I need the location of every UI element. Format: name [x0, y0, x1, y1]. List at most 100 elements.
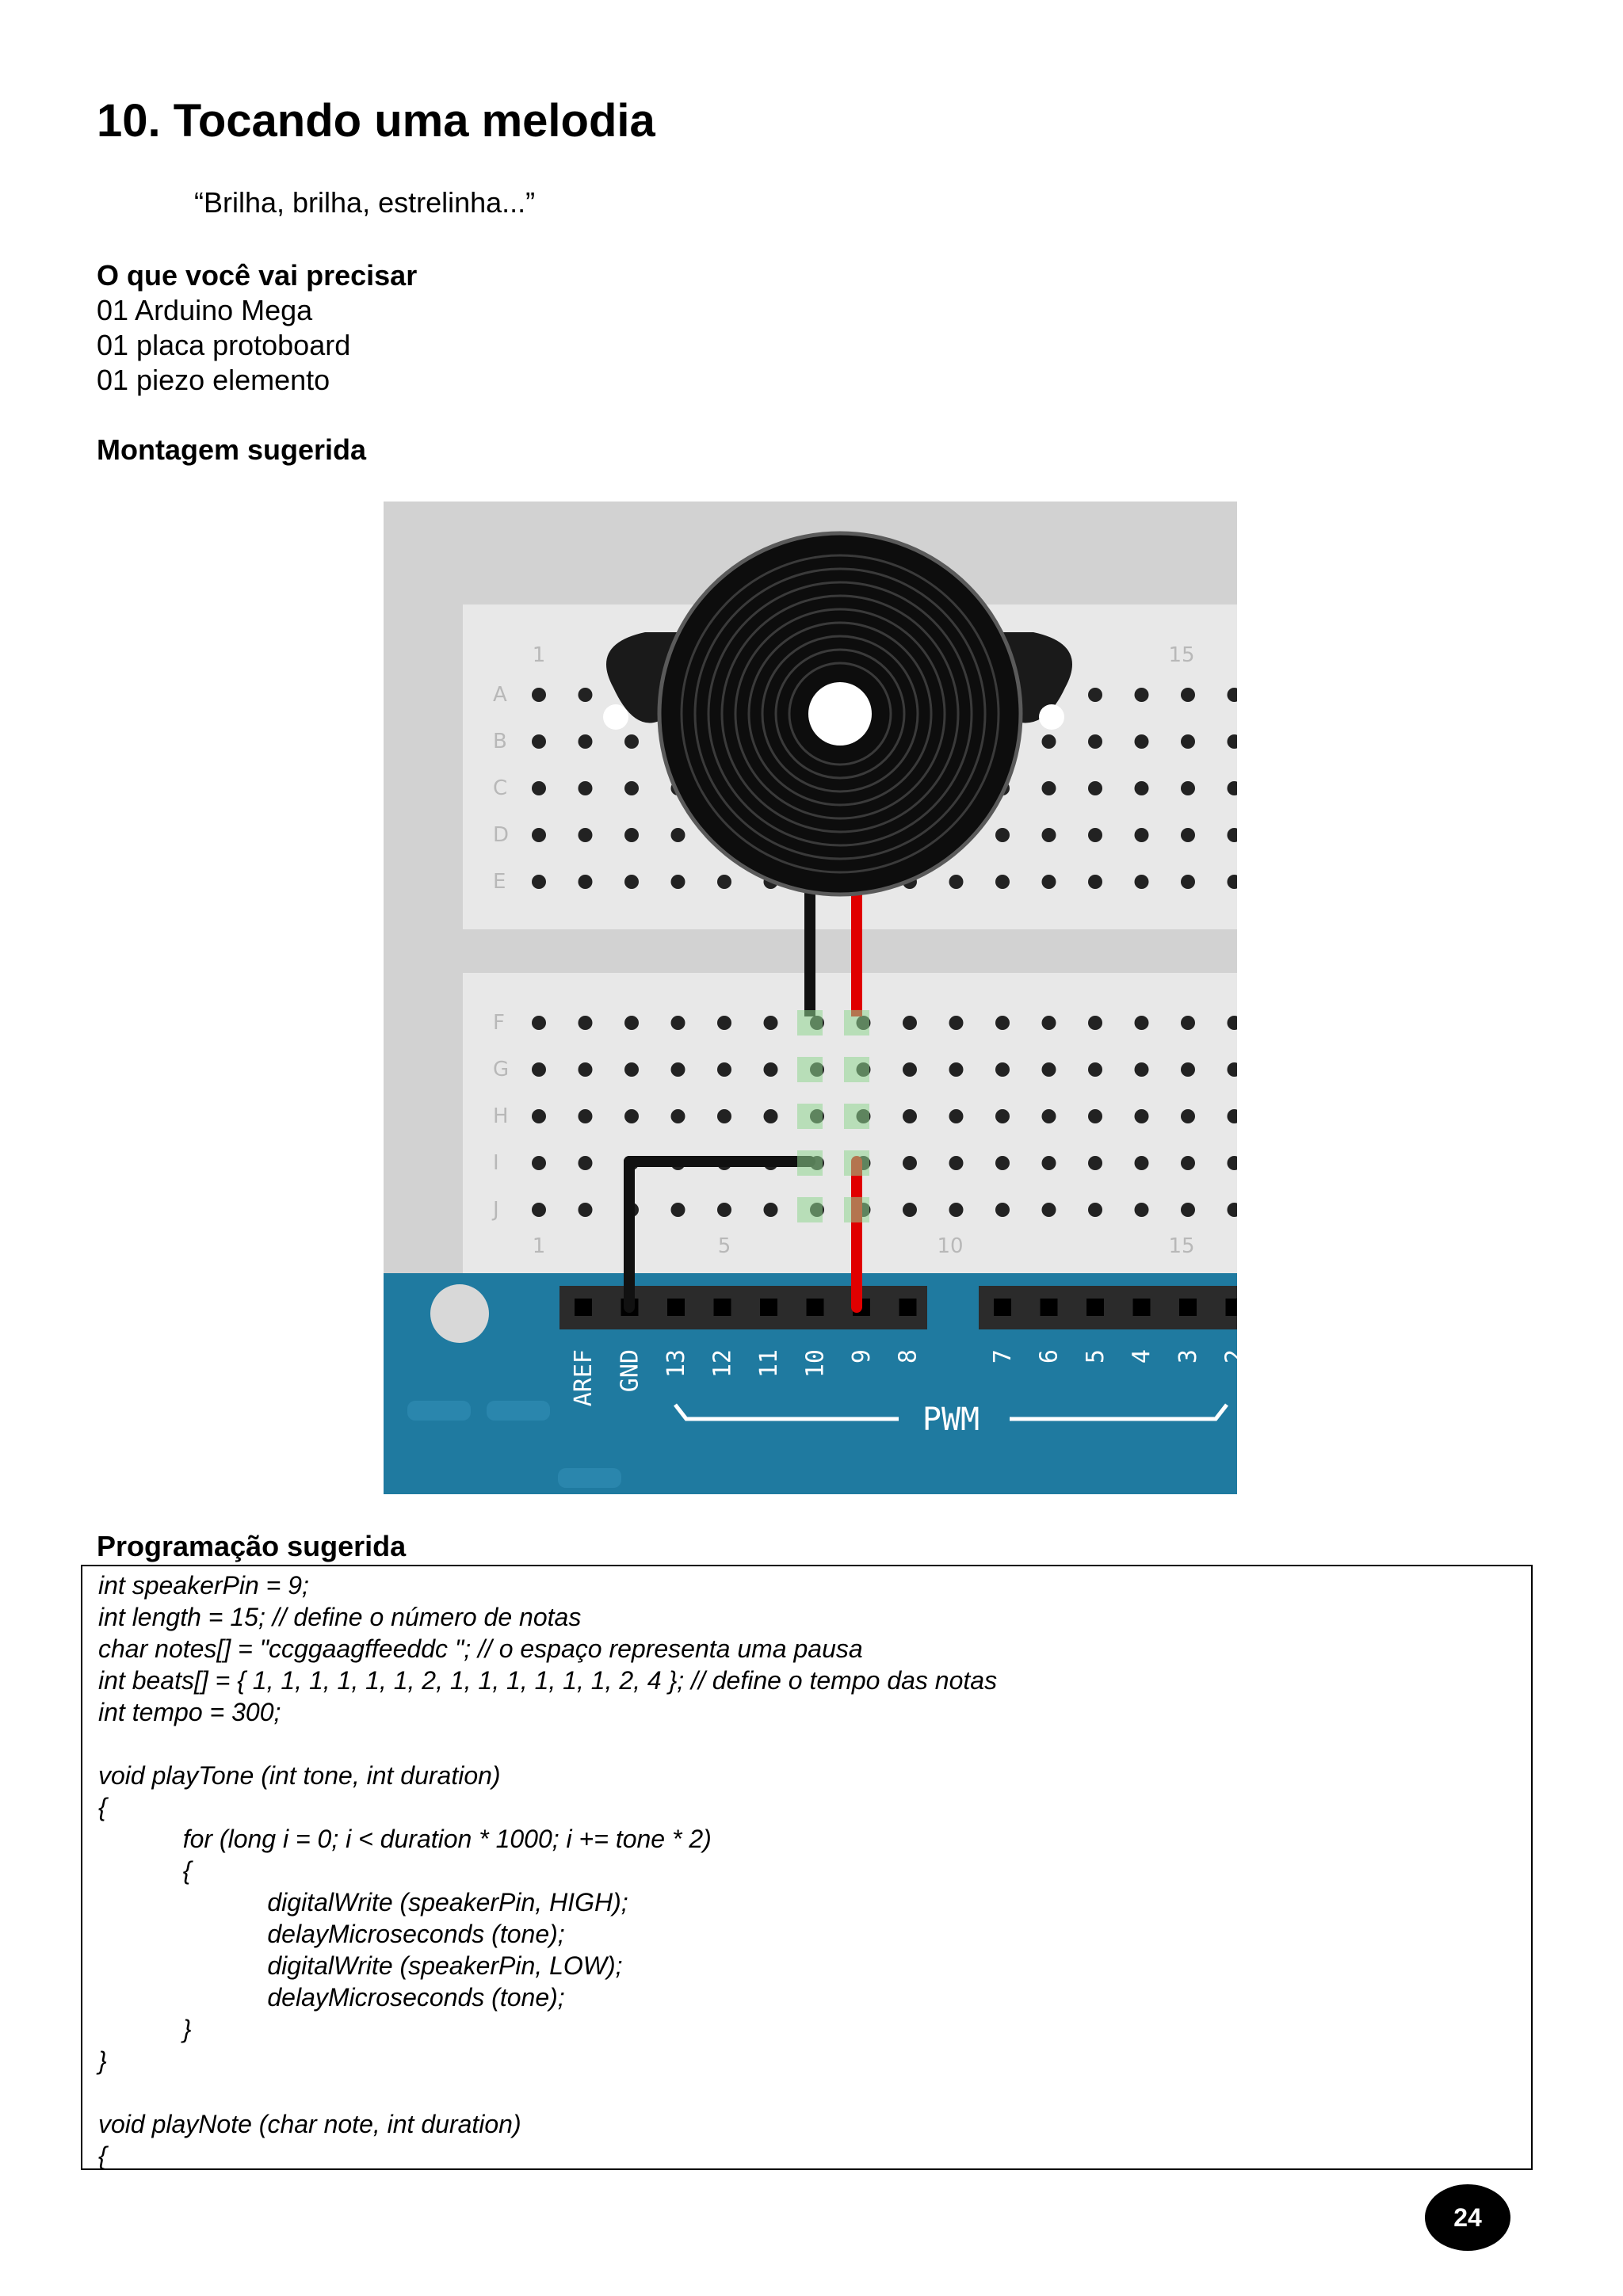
breadboard-hole [532, 1016, 546, 1030]
pin-label: 7 [989, 1349, 1017, 1363]
breadboard-hole [903, 1109, 917, 1123]
buzzer-ring [788, 662, 892, 766]
row-label: G [493, 1058, 509, 1081]
buzzer-mount-hole [1039, 704, 1064, 730]
breadboard-hole [1088, 828, 1102, 842]
row-label: H [493, 1104, 509, 1128]
breadboard-hole [1181, 828, 1195, 842]
code-line: digitalWrite (speakerPin, HIGH); [98, 1888, 628, 1917]
breadboard-hole [1088, 1203, 1102, 1217]
breadboard-hole [1181, 1156, 1195, 1170]
breadboard-hole [763, 1109, 778, 1123]
highlighted-hole [797, 1057, 823, 1082]
breadboard-hole [903, 1203, 917, 1217]
mounting-hole [430, 1284, 489, 1343]
highlighted-hole [844, 1010, 869, 1035]
assembly-heading: Montagem sugerida [97, 433, 367, 466]
breadboard-hole [532, 1203, 546, 1217]
breadboard-hole [717, 1016, 731, 1030]
breadboard-hole [578, 1203, 593, 1217]
pin-label: 9 [848, 1349, 876, 1363]
breadboard-hole [670, 1109, 685, 1123]
breadboard-hole [1088, 1109, 1102, 1123]
breadboard-hole [995, 875, 1010, 889]
breadboard-hole [578, 734, 593, 749]
breadboard-hole [1088, 781, 1102, 795]
breadboard-hole [995, 1062, 1010, 1077]
breadboard-hole [578, 1156, 593, 1170]
breadboard-hole [670, 1203, 685, 1217]
code-listing: int speakerPin = 9; int length = 15; // d… [98, 1569, 998, 2168]
highlighted-hole [797, 1197, 823, 1222]
breadboard-hole [763, 1016, 778, 1030]
header-pin [1179, 1299, 1197, 1316]
breadboard-hole [1134, 1109, 1149, 1123]
breadboard-hole [1134, 1062, 1149, 1077]
breadboard-hole [995, 1156, 1010, 1170]
header-pin [760, 1299, 777, 1316]
pin-label: 3 [1174, 1349, 1202, 1363]
breadboard-hole [1134, 1203, 1149, 1217]
breadboard-hole [1181, 1062, 1195, 1077]
buzzer-mount-hole [603, 704, 628, 730]
code-line: int length = 15; // define o número de n… [98, 1603, 582, 1631]
breadboard-hole [624, 828, 639, 842]
pin-label: GND [617, 1349, 644, 1392]
breadboard-hole [532, 1109, 546, 1123]
header-pin [667, 1299, 685, 1316]
code-line: int speakerPin = 9; [98, 1571, 309, 1600]
buzzer-ring [693, 567, 987, 860]
row-label: I [493, 1151, 499, 1175]
header-pin [1040, 1299, 1058, 1316]
breadboard-hole [903, 1016, 917, 1030]
code-line: int beats[] = { 1, 1, 1, 1, 1, 1, 2, 1, … [98, 1666, 998, 1695]
code-line [98, 2077, 997, 2108]
pin-label: 6 [1036, 1349, 1064, 1363]
breadboard-hole [532, 828, 546, 842]
breadboard-hole [1041, 828, 1056, 842]
breadboard-hole [670, 875, 685, 889]
code-line: { [98, 1793, 107, 1821]
breadboard-hole [1041, 734, 1056, 749]
breadboard-hole [670, 1062, 685, 1077]
breadboard-hole [1041, 1062, 1056, 1077]
buzzer-ring [707, 581, 973, 847]
code-line: delayMicroseconds (tone); [98, 1920, 565, 1948]
column-number: 15 [1168, 1234, 1194, 1258]
highlighted-hole [844, 1150, 869, 1176]
header-pin [1132, 1299, 1151, 1316]
buzzer-ring [747, 621, 933, 807]
breadboard-hole [670, 828, 685, 842]
header-pin [994, 1299, 1011, 1316]
highlighted-hole [797, 1104, 823, 1129]
breadboard-hole [1134, 734, 1149, 749]
breadboard-hole [1227, 734, 1237, 749]
breadboard-hole [1134, 781, 1149, 795]
row-label: B [493, 730, 507, 753]
pin-label: 13 [663, 1349, 690, 1378]
breadboard-hole [763, 1062, 778, 1077]
code-line: char notes[] = "ccggaagffeeddc "; // o e… [98, 1634, 863, 1663]
buzzer-center [808, 682, 872, 746]
breadboard-hole [949, 1016, 964, 1030]
breadboard-hole [1041, 781, 1056, 795]
column-number: 1 [533, 643, 546, 667]
board-mark [558, 1468, 621, 1488]
materials-heading: O que você vai precisar [97, 259, 418, 292]
header-pin [899, 1299, 917, 1316]
highlighted-hole [797, 1150, 823, 1176]
row-label: F [493, 1011, 505, 1035]
breadboard-hole [717, 1109, 731, 1123]
breadboard-hole [1041, 1016, 1056, 1030]
breadboard-hole [717, 1062, 731, 1077]
breadboard-hole [1181, 688, 1195, 702]
page-number: 24 [1425, 2184, 1510, 2251]
row-label: A [493, 683, 507, 707]
materials-list: 01 Arduino Mega 01 placa protoboard 01 p… [97, 293, 350, 398]
breadboard-hole [1181, 781, 1195, 795]
breadboard-hole [1227, 1062, 1237, 1077]
breadboard-hole [1041, 1203, 1056, 1217]
highlighted-hole [844, 1104, 869, 1129]
board-mark [487, 1401, 550, 1421]
breadboard-hole [1181, 1016, 1195, 1030]
